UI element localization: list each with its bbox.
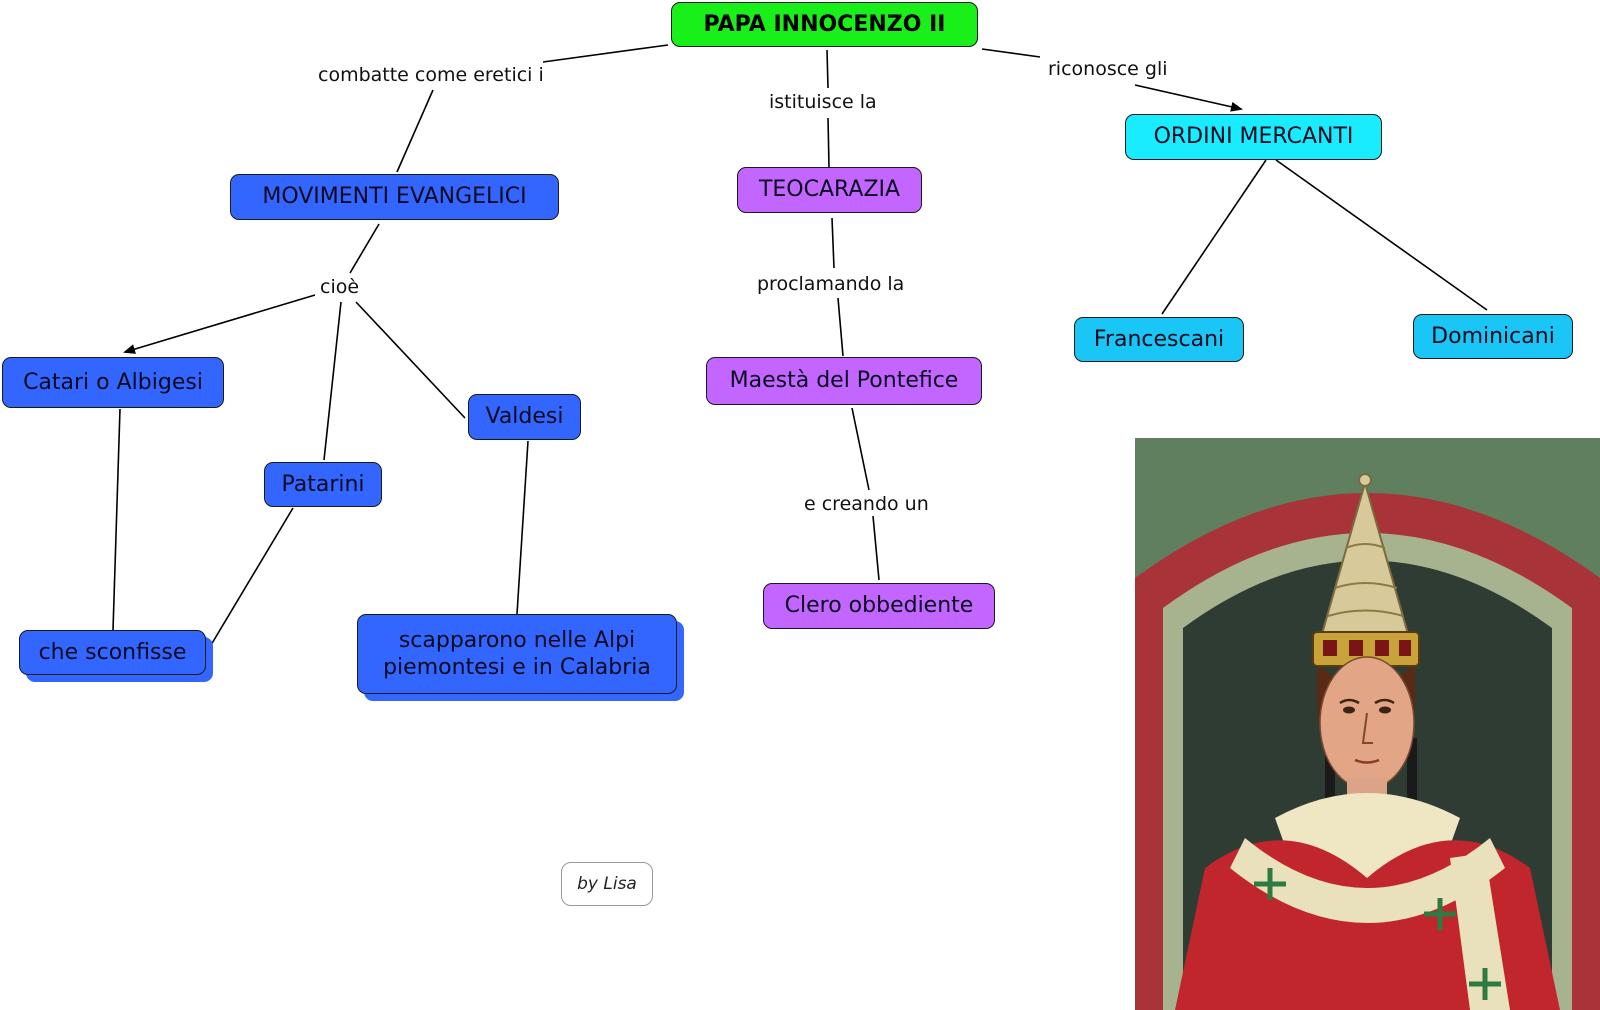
link-label-riconosce: riconosce gli	[1044, 57, 1172, 81]
edge-patarini-sconfisse	[210, 507, 294, 646]
node-clero-obbediente[interactable]: Clero obbediente	[763, 583, 995, 629]
edge-proclamando-maesta	[837, 297, 844, 357]
edge-valdesi-scapparono	[516, 440, 529, 615]
signature-box: by Lisa	[561, 862, 653, 906]
node-scapparono-line-2: piemontesi e in Calabria	[383, 655, 651, 680]
node-scapparono-line-1: scapparono nelle Alpi	[398, 627, 636, 653]
edge-creando-clero	[872, 515, 880, 581]
edge-ordini-domenicani	[1275, 159, 1488, 311]
node-teocrazia[interactable]: TEOCARAZIA	[737, 167, 922, 213]
link-label-creando: e creando un	[800, 492, 933, 516]
node-ordini-mercanti[interactable]: ORDINI MERCANTI	[1125, 114, 1382, 160]
node-maesta-pontefice[interactable]: Maestà del Pontefice	[706, 357, 982, 405]
edge-cioe-catari	[123, 294, 316, 354]
link-label-cioe: cioè	[316, 275, 364, 299]
node-catari-albigesi[interactable]: Catari o Albigesi	[2, 357, 224, 408]
edge-root-combatte	[542, 44, 669, 63]
edge-riconosce-ordini	[1134, 84, 1243, 112]
node-papa-innocenzo[interactable]: PAPA INNOCENZO II	[671, 2, 978, 47]
edge-istituisce-teocrazia	[827, 117, 830, 168]
edge-cioe-valdesi	[355, 301, 466, 419]
edge-teocrazia-proclamando	[831, 217, 835, 269]
edge-maesta-creando	[851, 407, 870, 491]
node-scapparono[interactable]: scapparono nelle Alpi piemontesi e in Ca…	[357, 614, 677, 694]
node-domenicani[interactable]: Dominicani	[1413, 314, 1573, 359]
edge-combatte-movimenti	[396, 89, 434, 173]
node-valdesi[interactable]: Valdesi	[468, 394, 581, 440]
link-label-proclamando: proclamando la	[753, 272, 909, 296]
edge-movimenti-cioe	[349, 223, 380, 274]
edge-root-istituisce	[826, 49, 829, 89]
edge-cioe-patarini	[323, 301, 342, 461]
edge-catari-sconfisse	[112, 408, 121, 631]
link-label-combatte: combatte come eretici i	[314, 63, 548, 87]
node-francescani[interactable]: Francescani	[1074, 317, 1244, 362]
link-label-istituisce: istituisce la	[765, 90, 881, 114]
edge-ordini-francescani	[1161, 159, 1267, 315]
node-movimenti-evangelici[interactable]: MOVIMENTI EVANGELICI	[230, 174, 559, 220]
edge-root-riconosce	[981, 48, 1041, 58]
pope-portrait-image	[1135, 438, 1600, 1010]
node-patarini[interactable]: Patarini	[264, 462, 382, 507]
node-che-sconfisse[interactable]: che sconfisse	[19, 630, 206, 675]
